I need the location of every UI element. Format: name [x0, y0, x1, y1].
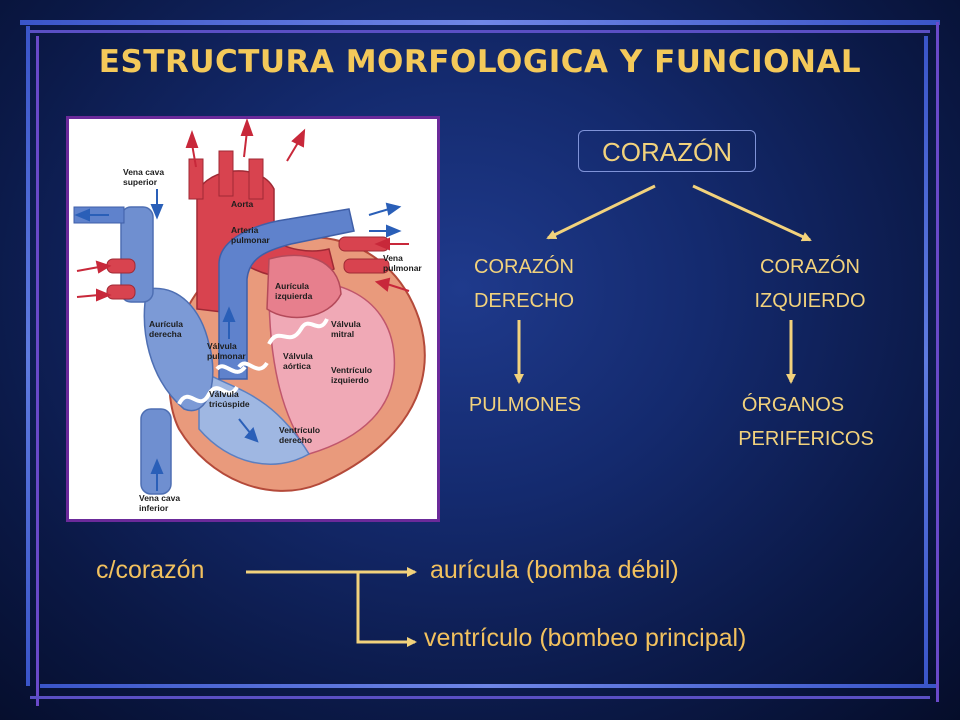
- aortic-valve: [237, 361, 269, 371]
- label-arteria-pulmonar-1: Arteria: [231, 225, 259, 235]
- label-vena-cava-inferior-2: inferior: [139, 503, 169, 513]
- mitral-valve: [267, 317, 329, 346]
- label-ventriculo-izquierdo-2: izquierdo: [331, 375, 369, 385]
- bottom-target-ventriculo: ventrículo (bombeo principal): [424, 624, 747, 652]
- pulmonary-vein-left-2: [106, 284, 136, 300]
- label-aorta: Aorta: [231, 199, 253, 209]
- label-auricula-izquierda-2: izquierda: [275, 291, 313, 301]
- frame-bottom-bar-inner: [30, 696, 930, 699]
- flow-right-branch-line-1: CORAZÓN: [760, 256, 860, 278]
- heart-illustration: Vena cava superior Aorta Arteria pulmona…: [73, 119, 426, 513]
- frame-right-bar: [924, 36, 928, 686]
- aorta-branch-3: [248, 158, 264, 200]
- label-valvula-tricuspide-2: tricúspide: [209, 399, 250, 409]
- tricuspid-valve: [177, 385, 239, 406]
- label-vena-cava-superior-1: Vena cava: [123, 167, 164, 177]
- label-valvula-pulmonar-2: pulmonar: [207, 351, 246, 361]
- flow-left-branch-line-2: DERECHO: [473, 290, 574, 312]
- pulmonary-vein-right-2: [343, 258, 390, 274]
- pulmonary-valve: [215, 364, 247, 374]
- label-ventriculo-derecho-2: derecho: [279, 435, 312, 445]
- label-auricula-derecha-1: Aurícula: [149, 319, 183, 329]
- label-auricula-izquierda-1: Aurícula: [275, 281, 309, 291]
- flow-left-target-node: PULMONES: [468, 394, 582, 416]
- aorta-branch-2: [218, 150, 234, 197]
- label-valvula-aortica-1: Válvula: [283, 351, 313, 361]
- frame-top-bar-inner: [30, 30, 930, 33]
- label-ventriculo-izquierdo-1: Ventrículo: [331, 365, 372, 375]
- label-valvula-pulmonar-1: Válvula: [207, 341, 237, 351]
- frame-left-bar-inner: [36, 36, 39, 706]
- left-atrium: [266, 254, 342, 319]
- bottom-target-auricula: aurícula (bomba débil): [430, 556, 679, 584]
- arrow-root-to-right: [692, 184, 812, 242]
- label-valvula-mitral-1: Válvula: [331, 319, 361, 329]
- slide-title: ESTRUCTURA MORFOLOGICA Y FUNCIONAL: [98, 44, 862, 80]
- label-valvula-aortica-2: aórtica: [283, 361, 311, 371]
- flow-right-branch-node: CORAZÓN IZQUIERDO: [730, 250, 890, 318]
- frame-right-bar-inner: [936, 22, 939, 702]
- flow-left-branch-line-1: CORAZÓN: [474, 256, 574, 278]
- label-ventriculo-derecho-1: Ventrículo: [279, 425, 320, 435]
- arrow-source-to-ventriculo: [356, 572, 417, 647]
- left-ventricle: [268, 281, 396, 455]
- label-vena-cava-superior-2: superior: [123, 177, 158, 187]
- inferior-vena-cava-vessel: [140, 408, 172, 495]
- label-vena-cava-inferior-1: Vena cava: [139, 493, 180, 503]
- frame-left-bar: [26, 26, 30, 686]
- label-vena-pulmonar-1: Vena: [383, 253, 403, 263]
- aorta-branch-1: [188, 158, 204, 200]
- flow-right-branch-line-2: IZQUIERDO: [754, 290, 866, 312]
- label-auricula-derecha-2: derecha: [149, 329, 182, 339]
- flow-right-target-node: ÓRGANOS PERIFERICOS: [716, 388, 896, 456]
- flow-right-target-line-1: ÓRGANOS: [741, 394, 845, 416]
- flow-left-branch-node: CORAZÓN DERECHO: [454, 250, 594, 318]
- frame-bottom-bar: [40, 684, 936, 688]
- heart-diagram: Vena cava superior Aorta Arteria pulmona…: [66, 116, 440, 522]
- bottom-source-text: c/corazón: [96, 556, 205, 584]
- flow-right-target-line-2: PERIFERICOS: [738, 428, 874, 450]
- label-valvula-mitral-2: mitral: [331, 329, 354, 339]
- frame-top-bar: [20, 20, 940, 25]
- label-valvula-tricuspide-1: Válvula: [209, 389, 239, 399]
- flow-root-node: CORAZÓN: [578, 130, 756, 172]
- arrow-root-to-left: [546, 184, 656, 240]
- label-arteria-pulmonar-2: pulmonar: [231, 235, 270, 245]
- pulmonary-artery-vessel: [218, 208, 355, 380]
- oxygenated-flow-arrows: [76, 119, 410, 302]
- deoxygenated-flow-arrows: [74, 189, 402, 491]
- superior-vena-cava-vessel: [120, 206, 154, 303]
- label-vena-pulmonar-2: pulmonar: [383, 263, 422, 273]
